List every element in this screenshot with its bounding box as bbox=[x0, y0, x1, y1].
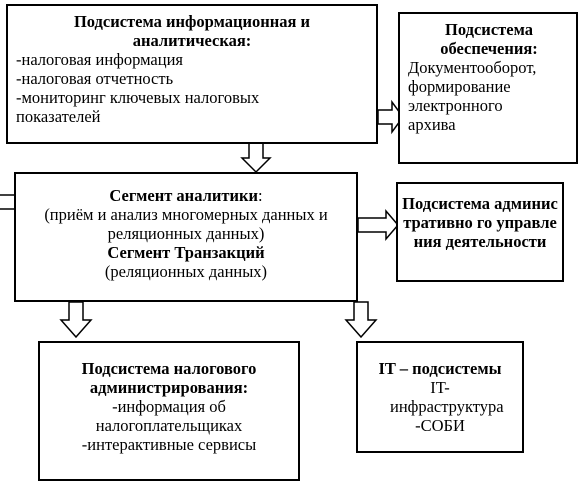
info-analytics-title: Подсистема информационная и аналитическа… bbox=[73, 12, 311, 50]
info-item-1: -налоговая информация bbox=[16, 50, 183, 69]
tax-admin-item-1: -информация об налогоплательщиках bbox=[95, 397, 243, 435]
transactions-segment-desc: (реляционных данных) bbox=[104, 262, 268, 281]
tax-admin-item-2: -интерактивные сервисы bbox=[81, 435, 257, 454]
segment-box: Сегмент аналитики: (приём и анализ много… bbox=[14, 172, 358, 302]
arrow-info-to-segment bbox=[240, 142, 272, 174]
arrow-segment-to-tax-admin bbox=[59, 301, 93, 339]
arrow-info-to-provision bbox=[377, 99, 404, 135]
admin-management-title: Подсистема административно го управления… bbox=[402, 194, 558, 251]
it-item-2: -СОБИ bbox=[415, 416, 465, 435]
transactions-segment-title: Сегмент Транзакций bbox=[107, 243, 265, 262]
provision-title: Подсистема обеспечения: bbox=[440, 20, 538, 58]
analytics-segment-title: Сегмент аналитики: bbox=[22, 186, 350, 205]
analytics-segment-desc: (приём и анализ многомерных данных и рел… bbox=[44, 205, 328, 243]
admin-management-box: Подсистема административно го управления… bbox=[396, 182, 564, 282]
analytics-segment-colon: : bbox=[257, 186, 263, 205]
provision-body: Документооборот, формирование электронно… bbox=[408, 58, 537, 134]
provision-box: Подсистема обеспечения: Документооборот,… bbox=[398, 12, 578, 164]
info-analytics-box: Подсистема информационная и аналитическа… bbox=[6, 4, 378, 144]
it-subsystems-title: IT – подсистемы bbox=[378, 359, 502, 378]
it-subsystems-box: IT – подсистемы IT- инфраструктура -СОБИ bbox=[356, 341, 524, 453]
tax-admin-box: Подсистема налогового администрирования:… bbox=[38, 341, 300, 481]
arrow-segment-to-admin bbox=[357, 208, 399, 242]
analytics-segment-name: Сегмент аналитики bbox=[109, 186, 258, 205]
arrow-segment-to-it bbox=[344, 301, 378, 339]
it-item-1: IT- инфраструктура bbox=[390, 378, 504, 416]
tax-admin-title: Подсистема налогового администрирования: bbox=[81, 359, 257, 397]
info-item-2: -налоговая отчетность bbox=[16, 69, 174, 88]
info-item-3: -мониторинг ключевых налоговых показател… bbox=[16, 88, 260, 126]
